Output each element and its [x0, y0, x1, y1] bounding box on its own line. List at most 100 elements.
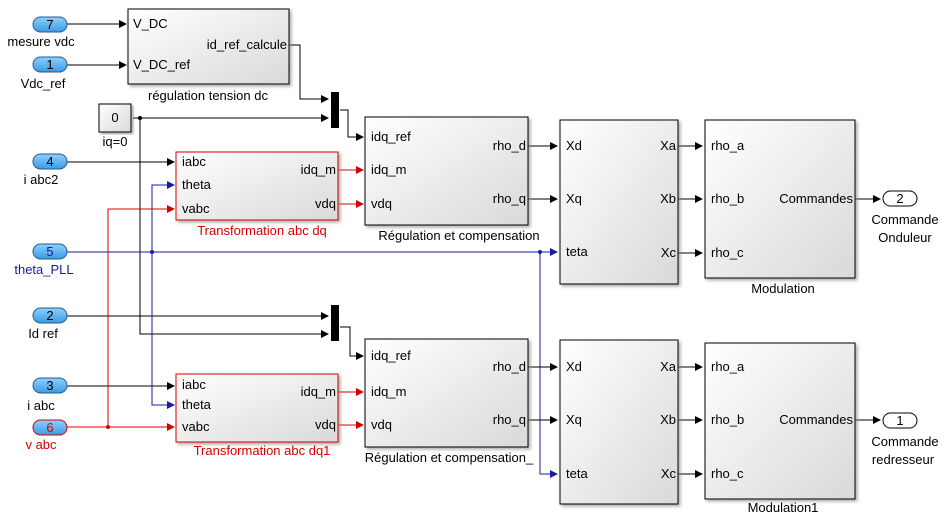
line-theta-down	[151, 252, 175, 409]
port-label: rho_d	[493, 359, 526, 374]
inport-number: 4	[46, 154, 53, 169]
line-mux2-out	[340, 326, 364, 360]
block-name: Transformation abc dq	[197, 223, 327, 238]
block-name: Modulation	[751, 281, 815, 296]
transformation-block-1[interactable]: iabc theta vabc idq_m vdq Transformation…	[175, 151, 339, 238]
port-label: vdq	[315, 196, 336, 211]
regulation-tension-block[interactable]: V_DC V_DC_ref id_ref_calcule régulation …	[127, 8, 290, 103]
line-theta-teta2	[539, 252, 558, 478]
port-label: rho_d	[493, 138, 526, 153]
port-label: idq_m	[301, 162, 336, 177]
port-label: V_DC_ref	[133, 57, 190, 72]
outport-label: Commande	[871, 212, 938, 227]
port-label: idq_m	[301, 384, 336, 399]
port-label: rho_c	[711, 466, 744, 481]
transformation-block-2[interactable]: iabc theta vabc idq_m vdq Transformation…	[175, 373, 339, 458]
line-v-abc-up	[107, 205, 175, 427]
signal-lines	[67, 20, 881, 478]
port-label: rho_q	[493, 412, 526, 427]
inport-6[interactable]: 6 v abc	[25, 419, 68, 452]
modulation-block-2[interactable]: rho_a rho_b rho_c Commandes Modulation1	[704, 342, 856, 513]
line-iq-zero-branch	[139, 118, 329, 338]
mux-bar-1[interactable]	[331, 92, 339, 128]
inverse-transform-block-2[interactable]: Xd Xq teta Xa Xb Xc	[559, 339, 679, 505]
inport-2[interactable]: 2 Id ref	[28, 307, 68, 341]
port-label: rho_q	[493, 191, 526, 206]
modulation-block-1[interactable]: rho_a rho_b rho_c Commandes Modulation	[704, 119, 856, 296]
line-theta-up	[151, 181, 175, 252]
regulation-block-1[interactable]: idq_ref idq_m vdq rho_d rho_q Régulation…	[364, 116, 540, 243]
port-label: rho_c	[711, 245, 744, 260]
port-label: theta	[182, 177, 212, 192]
outport-label: Commande	[871, 434, 938, 449]
port-label: rho_b	[711, 412, 744, 427]
port-label: iabc	[182, 377, 206, 392]
block-name: Régulation et compensation	[378, 228, 539, 243]
outport-number: 1	[896, 413, 903, 428]
port-label: Xq	[566, 412, 582, 427]
outport-label: Onduleur	[878, 230, 932, 245]
inport-label: Vdc_ref	[21, 76, 66, 91]
inport-number: 7	[46, 17, 53, 32]
port-label: vdq	[315, 417, 336, 432]
port-label: theta	[182, 397, 212, 412]
inverse-transform-block-1[interactable]: Xd Xq teta Xa Xb Xc	[559, 119, 679, 285]
outport-number: 2	[896, 191, 903, 206]
junction-dots	[106, 116, 542, 429]
port-label: Xd	[566, 359, 582, 374]
port-label: rho_a	[711, 359, 745, 374]
inport-label: mesure vdc	[7, 34, 75, 49]
inport-number: 2	[46, 308, 53, 323]
port-label: vdq	[371, 417, 392, 432]
port-label: Commandes	[779, 191, 853, 206]
port-label: vdq	[371, 196, 392, 211]
inport-5[interactable]: 5 theta_PLL	[14, 243, 74, 277]
block-name: Transformation abc dq1	[194, 443, 331, 458]
port-label: idq_m	[371, 384, 406, 399]
port-label: Xb	[660, 191, 676, 206]
inport-number: 3	[46, 378, 53, 393]
outport-label: redresseur	[872, 452, 935, 467]
port-label: Xc	[661, 466, 677, 481]
port-label: rho_a	[711, 138, 745, 153]
port-label: Xa	[660, 359, 677, 374]
inport-label: i abc	[27, 398, 55, 413]
block-name: Modulation1	[748, 500, 819, 513]
inport-1[interactable]: 1 Vdc_ref	[21, 56, 68, 91]
port-label: teta	[566, 244, 588, 259]
inport-number: 5	[46, 244, 53, 259]
port-label: Commandes	[779, 412, 853, 427]
inport-3[interactable]: 3 i abc	[27, 377, 68, 413]
mux-bar-2[interactable]	[331, 305, 339, 341]
port-label: vabc	[182, 201, 210, 216]
inport-number: 6	[46, 420, 53, 435]
port-label: idq_ref	[371, 348, 411, 363]
constant-block[interactable]: 0 iq=0	[98, 103, 132, 149]
port-label: Xq	[566, 191, 582, 206]
port-label: V_DC	[133, 16, 168, 31]
regulation-block-2[interactable]: idq_ref idq_m vdq rho_d rho_q Régulation…	[364, 338, 534, 465]
port-label: vabc	[182, 419, 210, 434]
port-label: idq_m	[371, 162, 406, 177]
port-label: Xb	[660, 412, 676, 427]
port-label: teta	[566, 466, 588, 481]
outport-1[interactable]: 1 Commande redresseur	[871, 412, 939, 467]
block-name: régulation tension dc	[148, 88, 268, 103]
inport-label: v abc	[25, 437, 57, 452]
port-label: Xa	[660, 138, 677, 153]
inport-number: 1	[46, 57, 53, 72]
inport-7[interactable]: 7 mesure vdc	[7, 16, 75, 49]
port-label: idq_ref	[371, 129, 411, 144]
port-label: Xd	[566, 138, 582, 153]
outport-2[interactable]: 2 Commande Onduleur	[871, 190, 939, 245]
constant-label: iq=0	[103, 134, 128, 149]
inport-label: Id ref	[28, 326, 58, 341]
inport-4[interactable]: 4 i abc2	[24, 153, 68, 187]
block-name: Régulation et compensation_	[365, 450, 534, 465]
port-label: id_ref_calcule	[207, 37, 287, 52]
line-id-ref-calcule	[289, 44, 329, 103]
port-label: Xc	[661, 245, 677, 260]
inport-label: i abc2	[24, 172, 59, 187]
inport-label: theta_PLL	[14, 262, 73, 277]
